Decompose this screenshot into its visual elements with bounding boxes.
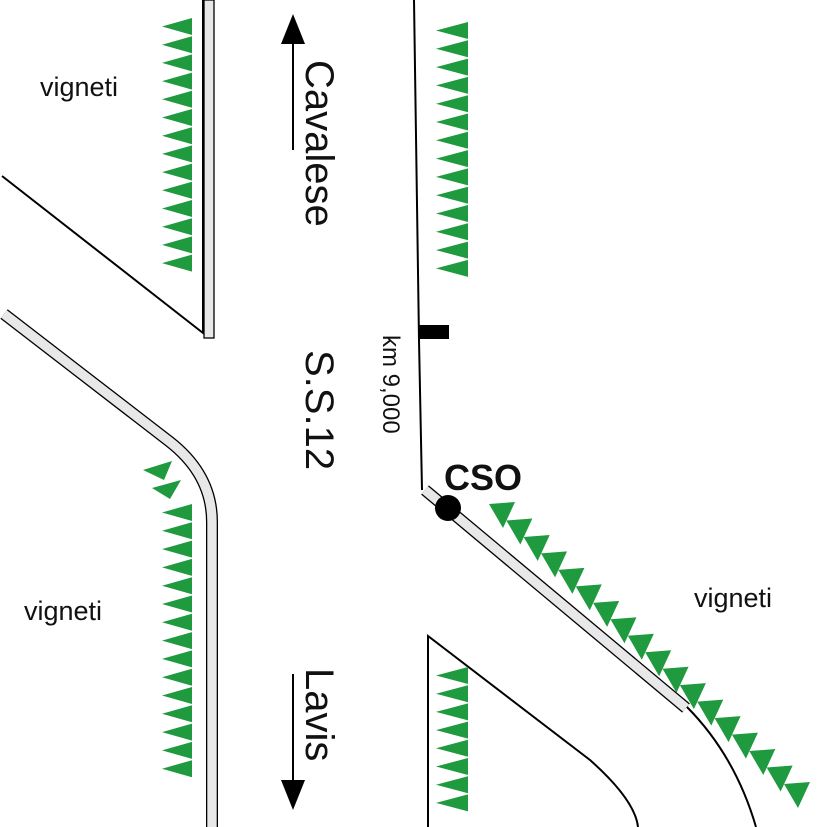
vineyard-mark xyxy=(436,685,468,703)
vineyard-marks-right-diagonal xyxy=(489,502,810,808)
vineyard-mark xyxy=(645,650,672,677)
vineyard-mark xyxy=(436,776,468,794)
vineyard-mark xyxy=(162,504,192,521)
vineyard-label-top-left: vigneti xyxy=(40,72,118,102)
vineyard-mark xyxy=(162,163,192,181)
vineyard-mark xyxy=(436,223,468,241)
vineyard-marks-top-right xyxy=(436,22,468,277)
vineyard-mark xyxy=(610,617,637,644)
vineyard-marks-bottom-island xyxy=(436,667,468,812)
vineyard-mark xyxy=(436,76,468,94)
vineyard-mark xyxy=(697,699,724,726)
vineyard-marks-top-left xyxy=(162,18,192,272)
direction-label-north: Cavalese xyxy=(297,60,341,227)
road-edge-bottom-island xyxy=(427,633,639,827)
guardrail-top-left xyxy=(203,0,215,339)
vineyard-mark xyxy=(541,551,568,578)
vineyard-mark xyxy=(162,54,192,72)
vineyard-mark xyxy=(436,95,468,113)
vineyard-mark xyxy=(162,236,192,254)
km-marker-post xyxy=(419,325,449,339)
vineyard-mark xyxy=(784,782,810,808)
vineyard-mark xyxy=(679,683,706,710)
vineyard-mark xyxy=(575,584,602,611)
road-edge-right-lower xyxy=(685,705,757,827)
vineyard-mark xyxy=(749,749,776,776)
direction-label-south: Lavis xyxy=(297,668,341,761)
vineyard-mark xyxy=(436,667,468,684)
vineyard-mark xyxy=(162,522,192,540)
vineyard-mark xyxy=(662,666,689,693)
vineyard-mark xyxy=(162,687,192,704)
vineyard-mark xyxy=(162,218,192,236)
vineyard-mark xyxy=(731,732,758,759)
vineyard-mark xyxy=(436,113,468,131)
vineyard-mark xyxy=(523,534,550,561)
vineyard-mark xyxy=(436,703,468,721)
vineyard-mark xyxy=(436,205,468,222)
vineyard-mark xyxy=(436,168,468,186)
vineyard-mark xyxy=(162,723,192,741)
vineyard-mark xyxy=(436,40,468,58)
vineyard-mark xyxy=(162,577,192,595)
vineyard-mark xyxy=(152,480,181,499)
kilometre-label: km 9,000 xyxy=(377,335,404,434)
vineyard-mark xyxy=(162,72,192,90)
vineyard-mark xyxy=(162,705,192,723)
vineyard-mark xyxy=(162,127,192,145)
vineyard-mark xyxy=(162,254,192,272)
vineyard-mark xyxy=(627,633,654,660)
vineyard-mark xyxy=(436,739,468,757)
vineyard-mark xyxy=(506,518,533,545)
vineyard-mark xyxy=(143,461,172,480)
vineyard-mark xyxy=(162,90,192,108)
vineyard-label-right: vigneti xyxy=(694,583,772,613)
vineyard-mark xyxy=(436,259,468,277)
point-label: CSO xyxy=(444,457,522,498)
vineyard-mark xyxy=(436,241,468,259)
vineyard-mark xyxy=(162,18,192,35)
vineyard-mark xyxy=(162,595,192,613)
vineyard-mark xyxy=(162,741,192,759)
vineyard-mark xyxy=(489,502,515,528)
vineyard-mark xyxy=(436,58,468,76)
vineyard-mark xyxy=(436,721,468,739)
vineyard-mark xyxy=(162,145,192,163)
vineyard-mark xyxy=(162,558,192,576)
vineyard-marks-bottom-left xyxy=(143,461,192,778)
vineyard-mark xyxy=(162,540,192,558)
vineyard-mark xyxy=(162,613,192,631)
vineyard-mark xyxy=(162,200,192,217)
vineyard-mark xyxy=(162,650,192,668)
road-edge-top-left xyxy=(1,0,204,336)
vineyard-mark xyxy=(436,150,468,168)
vineyard-mark xyxy=(162,181,192,199)
vineyard-mark xyxy=(162,632,192,650)
guardrail-bottom-left xyxy=(0,309,218,827)
vineyard-mark xyxy=(436,131,468,149)
arrow-up-icon xyxy=(281,14,305,150)
road-name-label: S.S.12 xyxy=(297,350,341,470)
arrow-down-icon xyxy=(281,674,305,810)
road-edge-right-upper xyxy=(413,0,423,491)
vineyard-mark xyxy=(162,109,192,126)
cso-point xyxy=(435,495,461,521)
vineyard-mark xyxy=(162,760,192,778)
vineyard-label-bottom-left: vigneti xyxy=(24,596,102,626)
vineyard-mark xyxy=(162,36,192,54)
vineyard-mark xyxy=(766,765,793,792)
vineyard-mark xyxy=(436,794,468,812)
guardrail-right xyxy=(421,485,690,713)
vineyard-mark xyxy=(714,716,741,743)
vineyard-mark xyxy=(162,668,192,686)
vineyard-mark xyxy=(436,22,468,39)
vineyard-mark xyxy=(436,758,468,775)
vineyard-mark xyxy=(436,186,468,204)
vineyard-mark xyxy=(558,567,585,594)
vineyard-mark xyxy=(593,600,620,627)
